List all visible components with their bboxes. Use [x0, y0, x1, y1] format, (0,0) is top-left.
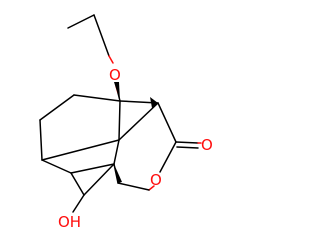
bond-calpha-c6: [118, 102, 159, 141]
bond-c4-c7: [70, 172, 85, 196]
ether-oxygen-label: O: [109, 66, 121, 84]
bond-c4-c5: [70, 163, 115, 174]
hydroxyl-label: OH: [58, 213, 81, 231]
bond-c1-c2: [39, 94, 75, 121]
bond-ring-o-c7: [148, 185, 155, 191]
chemical-structure: O O O OH: [39, 14, 213, 231]
bond-c2-c3: [39, 119, 43, 161]
bond-ethyl-ch3: [67, 14, 95, 29]
bond-carbonyl-double-1: [175, 141, 199, 144]
bond-calpha-carbonyl: [157, 102, 177, 143]
bond-c3-c6: [41, 139, 120, 161]
bond-ethyl-ch2: [93, 14, 110, 57]
bond-c6-q: [118, 100, 121, 141]
bond-ethyl-o: [108, 55, 114, 64]
wedge-bond-q: [114, 82, 120, 101]
bond-c7-oh: [72, 194, 85, 213]
wedge-bond-c7: [114, 164, 122, 183]
bond-c3-c4: [41, 159, 72, 174]
bond-ring-o-c7b: [117, 182, 150, 191]
bond-c5-c6: [113, 139, 120, 165]
bond-carbonyl-ring-o: [159, 141, 177, 173]
wedge-bond-calpha: [150, 97, 158, 108]
bond-c5-c7: [83, 163, 115, 196]
ring-oxygen-label: O: [150, 171, 162, 189]
bond-q-c1: [73, 94, 121, 102]
bond-carbonyl-double-2: [176, 146, 199, 149]
carbonyl-oxygen-label: O: [201, 136, 213, 154]
